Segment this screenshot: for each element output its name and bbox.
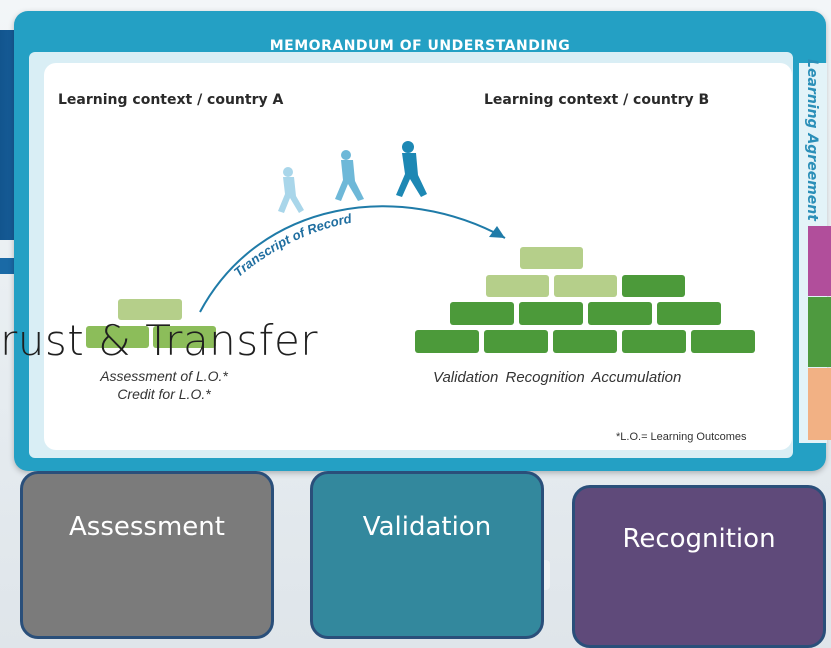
brick-b-r4-3 [553, 330, 617, 353]
band-pink [808, 226, 831, 296]
brick-b-r1 [520, 247, 583, 269]
assessment-box[interactable]: Assessment [20, 471, 274, 639]
brick-b-r2-1 [486, 275, 549, 297]
brick-b-r3-4 [657, 302, 721, 325]
validation-box[interactable]: Validation [310, 471, 544, 639]
recognition-label: Recognition [622, 524, 776, 554]
footnote: *L.O.= Learning Outcomes [616, 431, 747, 443]
brick-b-r4-4 [622, 330, 686, 353]
walker-mid-icon [335, 150, 364, 201]
arc-label: Transcript of Record [231, 210, 354, 279]
context-a-label: Learning context / country A [58, 92, 284, 108]
recognition-box[interactable]: Recognition [572, 485, 826, 648]
brick-b-r4-5 [691, 330, 755, 353]
memorandum-title: MEMORANDUM OF UNDERSTANDING [269, 38, 571, 54]
validation-label: Validation [362, 512, 492, 542]
overlay-title: rust & Transfer [0, 316, 319, 365]
band-green [808, 297, 831, 367]
context-b-label: Learning context / country B [484, 92, 710, 108]
brick-a-right [153, 326, 216, 348]
walker-light-icon [278, 167, 304, 213]
diagram-board [44, 63, 792, 450]
brick-b-r4-1 [415, 330, 479, 353]
brick-a-left [86, 326, 149, 348]
brick-b-r4-2 [484, 330, 548, 353]
arc-line [199, 205, 506, 313]
caption-a-line2: Credit for L.O.* [117, 386, 211, 402]
brick-b-r3-3 [588, 302, 652, 325]
walker-dark-icon [396, 141, 427, 197]
brick-a-top [118, 299, 182, 320]
context-a-caption: Assessment of L.O.* Credit for L.O.* [74, 367, 254, 403]
caption-a-line1: Assessment of L.O.* [100, 368, 228, 384]
band-orange [808, 368, 831, 440]
assessment-label: Assessment [69, 512, 225, 542]
arrow-head-icon [489, 226, 505, 238]
context-b-caption: Validation Recognition Accumulation [433, 369, 682, 386]
brick-b-r3-1 [450, 302, 514, 325]
brick-b-r2-3 [622, 275, 685, 297]
brick-b-r3-2 [519, 302, 583, 325]
brick-b-r2-2 [554, 275, 617, 297]
